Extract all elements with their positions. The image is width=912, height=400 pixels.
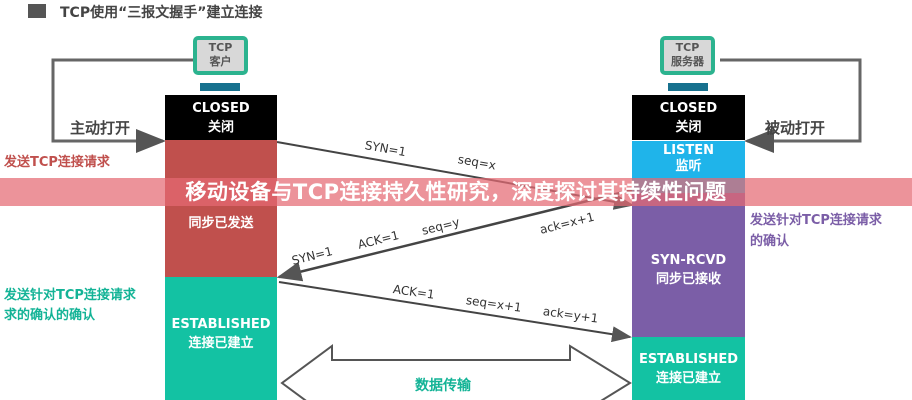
server-closed-state: CLOSED 关闭 [632,95,745,140]
client-established-label: ESTABLISHED [171,316,271,332]
server-listen-label: LISTEN [662,143,715,158]
page-title: TCP使用“三报文握手”建立连接 [60,5,263,21]
title-marker [28,4,46,18]
banner-text: 移动设备与TCP连接持久性研究，深度探讨其持续性问题 [185,180,727,204]
client-monitor-stand [200,83,240,91]
server-listen-cn: 监听 [675,159,702,174]
client-ack-ack-note-2: 求的确认的确认 [4,308,96,323]
server-monitor-line1: TCP [675,41,700,54]
data-transfer-double-arrow [280,344,632,400]
active-open-label: 主动打开 [70,119,131,137]
client-closed-cn: 关闭 [207,119,234,135]
client-monitor-line1: TCP [208,41,233,54]
client-established-cn: 连接已建立 [188,335,254,351]
server-monitor-stand [668,83,708,91]
ack-arrow [278,281,632,343]
client-monitor-line2: 客户 [209,55,232,68]
server-syn-rcvd-label: SYN-RCVD [650,253,727,268]
server-closed-cn: 关闭 [675,119,702,135]
client-ack-ack-note-1: 发送针对TCP连接请求 [4,288,136,303]
server-ack-note-2: 的确认 [750,234,790,249]
server-established-state: ESTABLISHED 连接已建立 [632,337,745,400]
client-syn-sent-cn: 同步已发送 [188,216,254,231]
data-transfer-label: 数据传输 [415,378,471,394]
client-request-note: 发送TCP连接请求 [4,155,110,170]
server-established-cn: 连接已建立 [655,370,721,386]
server-established-label: ESTABLISHED [638,351,739,367]
client-closed-state: CLOSED 关闭 [165,95,277,140]
active-open-line [51,58,193,153]
server-closed-label: CLOSED [659,100,718,116]
server-monitor-line2: 服务器 [671,55,704,68]
client-closed-label: CLOSED [192,100,250,116]
server-syn-rcvd-state: SYN-RCVD 同步已接收 [632,193,745,337]
server-ack-note-1: 发送针对TCP连接请求 [750,213,882,228]
passive-open-label: 被动打开 [765,119,826,137]
client-syn-sent-state: 同步已发送 [165,140,277,277]
server-syn-rcvd-cn: 同步已接收 [655,272,721,287]
title-banner: 移动设备与TCP连接持久性研究，深度探讨其持续性问题 [0,178,912,206]
client-established-state: ESTABLISHED 连接已建立 [165,277,277,400]
passive-open-line [720,58,862,153]
